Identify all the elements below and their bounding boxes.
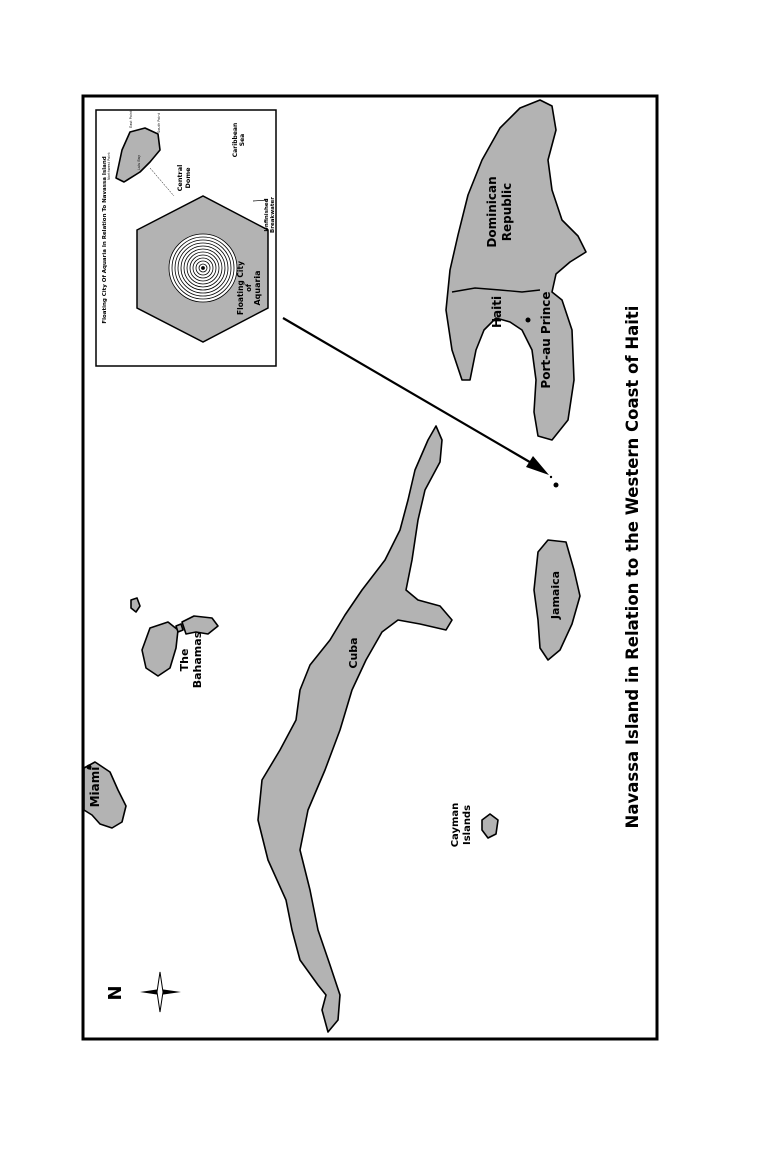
- bahamas-label-2: Bahamas: [191, 631, 204, 688]
- central-dome-label-2: Dome: [184, 167, 192, 189]
- jamaica-label: Jamaica: [549, 571, 562, 620]
- svg-text:East Point: East Point: [129, 110, 133, 128]
- navassa-island-marker: [553, 482, 559, 488]
- miami-marker: [86, 764, 92, 770]
- jamaica-landmass: [533, 539, 581, 661]
- bahamas-island: [141, 621, 179, 677]
- caribbean-sea-label-2: Sea: [239, 134, 246, 146]
- bahamas-island: [181, 615, 219, 635]
- bahamas-island: [175, 623, 184, 633]
- port-au-prince-marker: [525, 317, 531, 323]
- svg-text:Lulu Bay: Lulu Bay: [137, 155, 141, 170]
- city-label-3: Aquaria: [253, 270, 262, 305]
- dominican-republic-label-1: Dominican: [485, 176, 499, 247]
- miami-label: Miami: [88, 767, 102, 808]
- cuba-landmass: [257, 425, 453, 1033]
- city-label-2: of: [245, 283, 253, 292]
- cayman-label-1: Cayman: [450, 803, 461, 848]
- inset-map: Floating City Of Aquaria In Relation To …: [95, 109, 277, 367]
- svg-text:Northwest Point: Northwest Point: [107, 152, 111, 180]
- breakwater-label-2: Breakwater: [270, 197, 276, 233]
- city-label-1: Floating City: [236, 261, 245, 315]
- inset-title: Floating City Of Aquaria In Relation To …: [102, 156, 108, 323]
- central-dome-rings: [168, 233, 238, 303]
- dominican-republic-label-2: Republic: [500, 183, 514, 241]
- arrow-head-icon: [526, 456, 549, 475]
- florida-landmass: [83, 761, 127, 829]
- pointer-arrow: [282, 317, 541, 469]
- central-dome-label-1: Central: [176, 165, 184, 192]
- cayman-label-2: Islands: [462, 805, 473, 845]
- cuba-label: Cuba: [347, 637, 360, 668]
- svg-text:South Point: South Point: [157, 112, 161, 133]
- compass-rose-icon: [140, 971, 181, 1013]
- port-au-prince-label: Port-au Prince: [539, 291, 553, 388]
- haiti-dr-border: [451, 287, 541, 293]
- bahamas-label-1: The: [178, 649, 191, 672]
- breakwater-label-1: Unfinished: [264, 198, 270, 231]
- navassa-islet-marker: [549, 475, 553, 479]
- caribbean-sea-label-1: Caribbean: [232, 123, 239, 157]
- map-title: Navassa Island in Relation to the Wester…: [623, 306, 642, 829]
- north-label: N: [105, 985, 126, 1000]
- haiti-label: Haiti: [490, 296, 504, 328]
- bahamas-island: [130, 597, 141, 613]
- cayman-islands: [481, 813, 499, 839]
- navassa-island-inset: [115, 127, 161, 183]
- hispaniola-landmass: [445, 99, 587, 441]
